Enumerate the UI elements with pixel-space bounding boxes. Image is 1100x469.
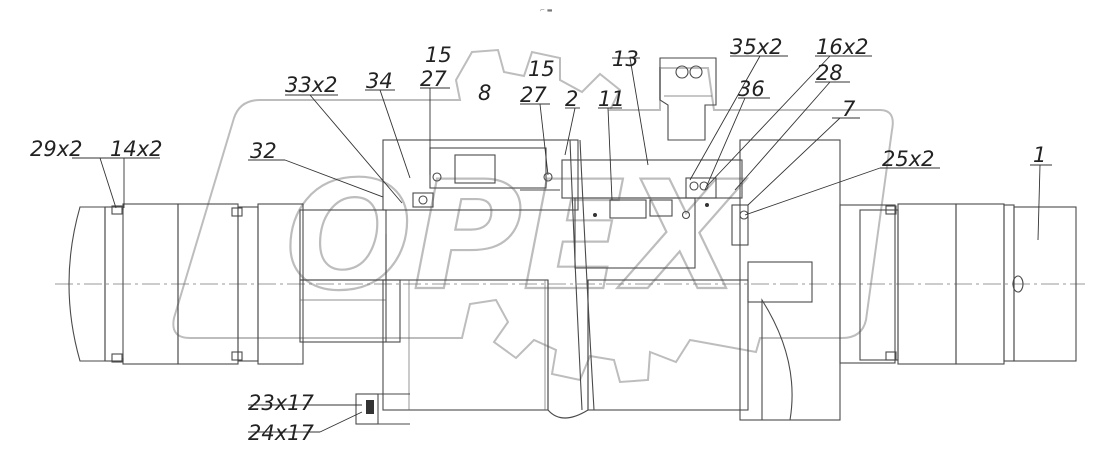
callout-36: 36 <box>738 77 765 101</box>
callout-15-left: 15 <box>425 43 452 67</box>
shaft <box>299 209 401 343</box>
callout-27-left: 27 <box>420 67 447 91</box>
watermark-text: OPEX <box>285 150 747 324</box>
center-housing <box>382 139 749 419</box>
callout-23x17: 23x17 <box>248 391 315 415</box>
callout-11: 11 <box>598 87 625 111</box>
watermark-logo: OPEX <box>172 48 894 384</box>
callout-35x2: 35x2 <box>730 35 783 59</box>
callout-33x2: 33x2 <box>285 73 338 97</box>
callout-15-right: 15 <box>528 57 555 81</box>
callout-29x2: 29x2 <box>30 137 83 161</box>
left-end-body <box>68 203 304 365</box>
callout-32: 32 <box>250 139 277 163</box>
callout-labels: 29x2 14x2 32 33x2 34 15 27 8 15 27 2 11 … <box>30 35 1046 445</box>
header-mark: ⌐ ▬ <box>540 7 553 14</box>
callout-27-right: 27 <box>520 83 547 107</box>
callout-13: 13 <box>612 47 639 71</box>
callout-14x2: 14x2 <box>110 137 163 161</box>
rotor <box>561 139 743 411</box>
callout-7: 7 <box>842 97 856 121</box>
callout-24x17: 24x17 <box>248 421 315 445</box>
leader-lines <box>72 55 1052 433</box>
callout-16x2: 16x2 <box>816 35 869 59</box>
watermark-gear-outline <box>172 48 894 384</box>
callout-34: 34 <box>366 69 393 93</box>
callout-2: 2 <box>565 87 578 111</box>
callout-8: 8 <box>478 81 491 105</box>
callout-1: 1 <box>1033 143 1046 167</box>
bracket <box>659 57 717 141</box>
right-end-body <box>839 203 1077 365</box>
callout-25x2: 25x2 <box>882 147 935 171</box>
bottom-fastener <box>355 393 410 425</box>
callout-28: 28 <box>816 61 843 85</box>
